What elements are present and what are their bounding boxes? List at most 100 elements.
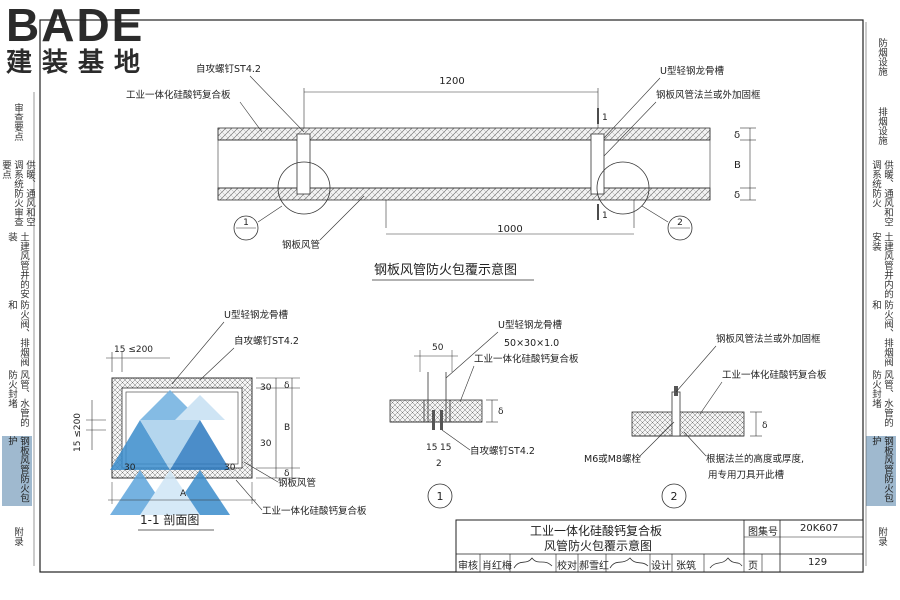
detail1-board [389,399,483,423]
left-tab-review-points[interactable]: 审查要点 [12,103,23,141]
right-tab-sealing[interactable]: 风管、水管的防火封堵 [870,370,893,427]
detail-circle-1 [277,161,331,215]
section-title: 1-1 剖面图 [140,513,199,527]
page-number: 129 [808,557,828,568]
right-tab-smoke-control[interactable]: 防烟设施 [876,38,887,76]
page-label: 页 [748,561,758,572]
section-mark-bottom: 1 [602,211,608,221]
dim-30-d: 30 [224,463,236,473]
right-tab-shaft[interactable]: 土建风管井内的安装 [870,232,893,299]
detail1-screw-b [440,410,443,430]
left-keel [296,133,311,195]
detail2-note-2: 用专用刀具开此槽 [708,469,785,481]
detail1-label-board: 工业一体化硅酸钙复合板 [474,353,579,365]
left-tab-sealing[interactable]: 风管、水管的防火封堵 [6,370,29,427]
dim-delta-2: δ [284,469,290,479]
detail2-board [631,411,745,437]
dim-top-15-200: 15 ≤200 [114,345,153,355]
detail1-label-keel-size: 50×30×1.0 [504,338,559,349]
right-tab-dampers[interactable]: 防火阀、排烟阀和 [870,300,893,367]
label-duct: 钢板风管 [282,239,320,251]
atlas-label: 图集号 [748,527,778,538]
detail1-label-screw: 自攻螺钉ST4.2 [470,445,535,457]
title-line-2: 风管防火包覆示意图 [544,539,653,553]
label-flange: 钢板风管法兰或外加固框 [656,89,761,101]
section-label-u-keel: U型轻钢龙骨槽 [224,309,288,321]
check-signature [609,557,649,569]
detail2-label-flange: 钢板风管法兰或外加固框 [716,333,821,345]
design-signature [709,557,743,569]
detail-2: δ 钢板风管法兰或外加固框 工业一体化硅酸钙复合板 M6或M8螺栓 根据法兰的高… [584,333,827,509]
detail1-dim-50: 50 [432,343,444,353]
detail2-label-board: 工业一体化硅酸钙复合板 [722,369,827,381]
review-label: 审核 [458,561,478,572]
review-signature [513,557,553,569]
detail2-num-circle [661,483,687,509]
logo-brand: BADE [6,0,145,51]
dim-30-a: 30 [260,383,272,393]
section-label-duct: 钢板风管 [278,477,316,489]
logo-cn-text: 建装基地 [6,48,151,78]
section-view: 15 ≤200 15 ≤200 30 δ B 30 δ 30 30 A U型轻钢… [73,309,367,531]
bottom-board-strip [217,187,711,201]
detail1-dim-2: 2 [436,459,442,469]
detail2-label-bolt: M6或M8螺栓 [584,453,641,465]
detail-circle-2 [596,161,650,215]
detail1-num-circle [427,483,453,509]
check-name: 郝雪红 [579,561,609,572]
detail1-label-u-keel: U型轻钢龙骨槽 [498,319,562,331]
detail1-screw-a [432,410,435,430]
callout-2-num: 2 [677,218,683,228]
dim-delta-1: δ [284,381,290,391]
label-u-keel: U型轻钢龙骨槽 [660,65,724,77]
top-view-title: 钢板风管防火包覆示意图 [374,262,517,278]
detail2-dim-delta: δ [762,421,768,431]
callout-1-num: 1 [243,218,249,228]
dim-1200: 1200 [439,76,464,87]
dim-left-15-200: 15 ≤200 [73,413,83,452]
detail2-bolt [674,386,678,396]
dim-delta-top: δ [734,130,740,141]
left-tab-duct-protection[interactable]: 钢板风管防火包护 [2,436,32,506]
top-view: 1200 1000 δ B δ 1 1 1 2 自攻螺钉ST4.2 [126,63,761,281]
sheet-frame [39,19,864,573]
dim-b: B [734,160,741,171]
left-tab-dampers[interactable]: 防火阀、排烟阀和 [6,300,29,367]
check-label: 校对 [557,561,577,572]
label-board: 工业一体化硅酸钙复合板 [126,89,231,101]
dim-30-c: 30 [124,463,136,473]
detail1-num: 1 [437,490,444,503]
bade-logo: BADE 建装基地 [6,2,181,82]
dim-1000: 1000 [497,224,522,235]
left-tab-shaft[interactable]: 土建风管井的安装 [6,232,29,299]
design-label: 设计 [651,561,671,572]
top-board-strip [217,127,711,141]
detail2-note-1: 根据法兰的高度或厚度, [706,453,804,465]
left-tab-appendix[interactable]: 附录 [12,526,23,546]
dim-a: A [180,489,187,499]
review-name: 肖红梅 [482,561,512,572]
dim-delta-bottom: δ [734,190,740,201]
right-tab-duct-protection[interactable]: 钢板风管防火包护 [866,436,896,506]
design-name: 张筑 [676,561,696,572]
detail1-dim-delta: δ [498,407,504,417]
dim-30-b: 30 [260,439,272,449]
dim-b-section: B [284,423,290,433]
right-tab-smoke-exhaust[interactable]: 排烟设施 [876,107,887,145]
detail-1: 50 δ 15 15 2 U型轻钢龙骨槽 50×30×1.0 工业一体化硅酸钙复… [389,319,579,509]
watermark-triangles [110,390,230,515]
detail2-flange [671,391,681,437]
right-tab-appendix[interactable]: 附录 [876,526,887,546]
detail1-dim-15b: 15 [440,443,451,453]
title-block [455,519,864,573]
detail1-dim-15a: 15 [426,443,437,453]
title-line-1: 工业一体化硅酸钙复合板 [530,524,663,538]
left-tab-hvac[interactable]: 供暖、通风和空调系统防火审查要点 [0,160,35,227]
section-label-board: 工业一体化硅酸钙复合板 [262,505,367,517]
right-tab-hvac[interactable]: 供暖、通风和空调系统防火 [870,160,893,227]
label-screw: 自攻螺钉ST4.2 [196,63,261,75]
atlas-number: 20K607 [800,523,839,534]
detail2-num: 2 [671,490,678,503]
